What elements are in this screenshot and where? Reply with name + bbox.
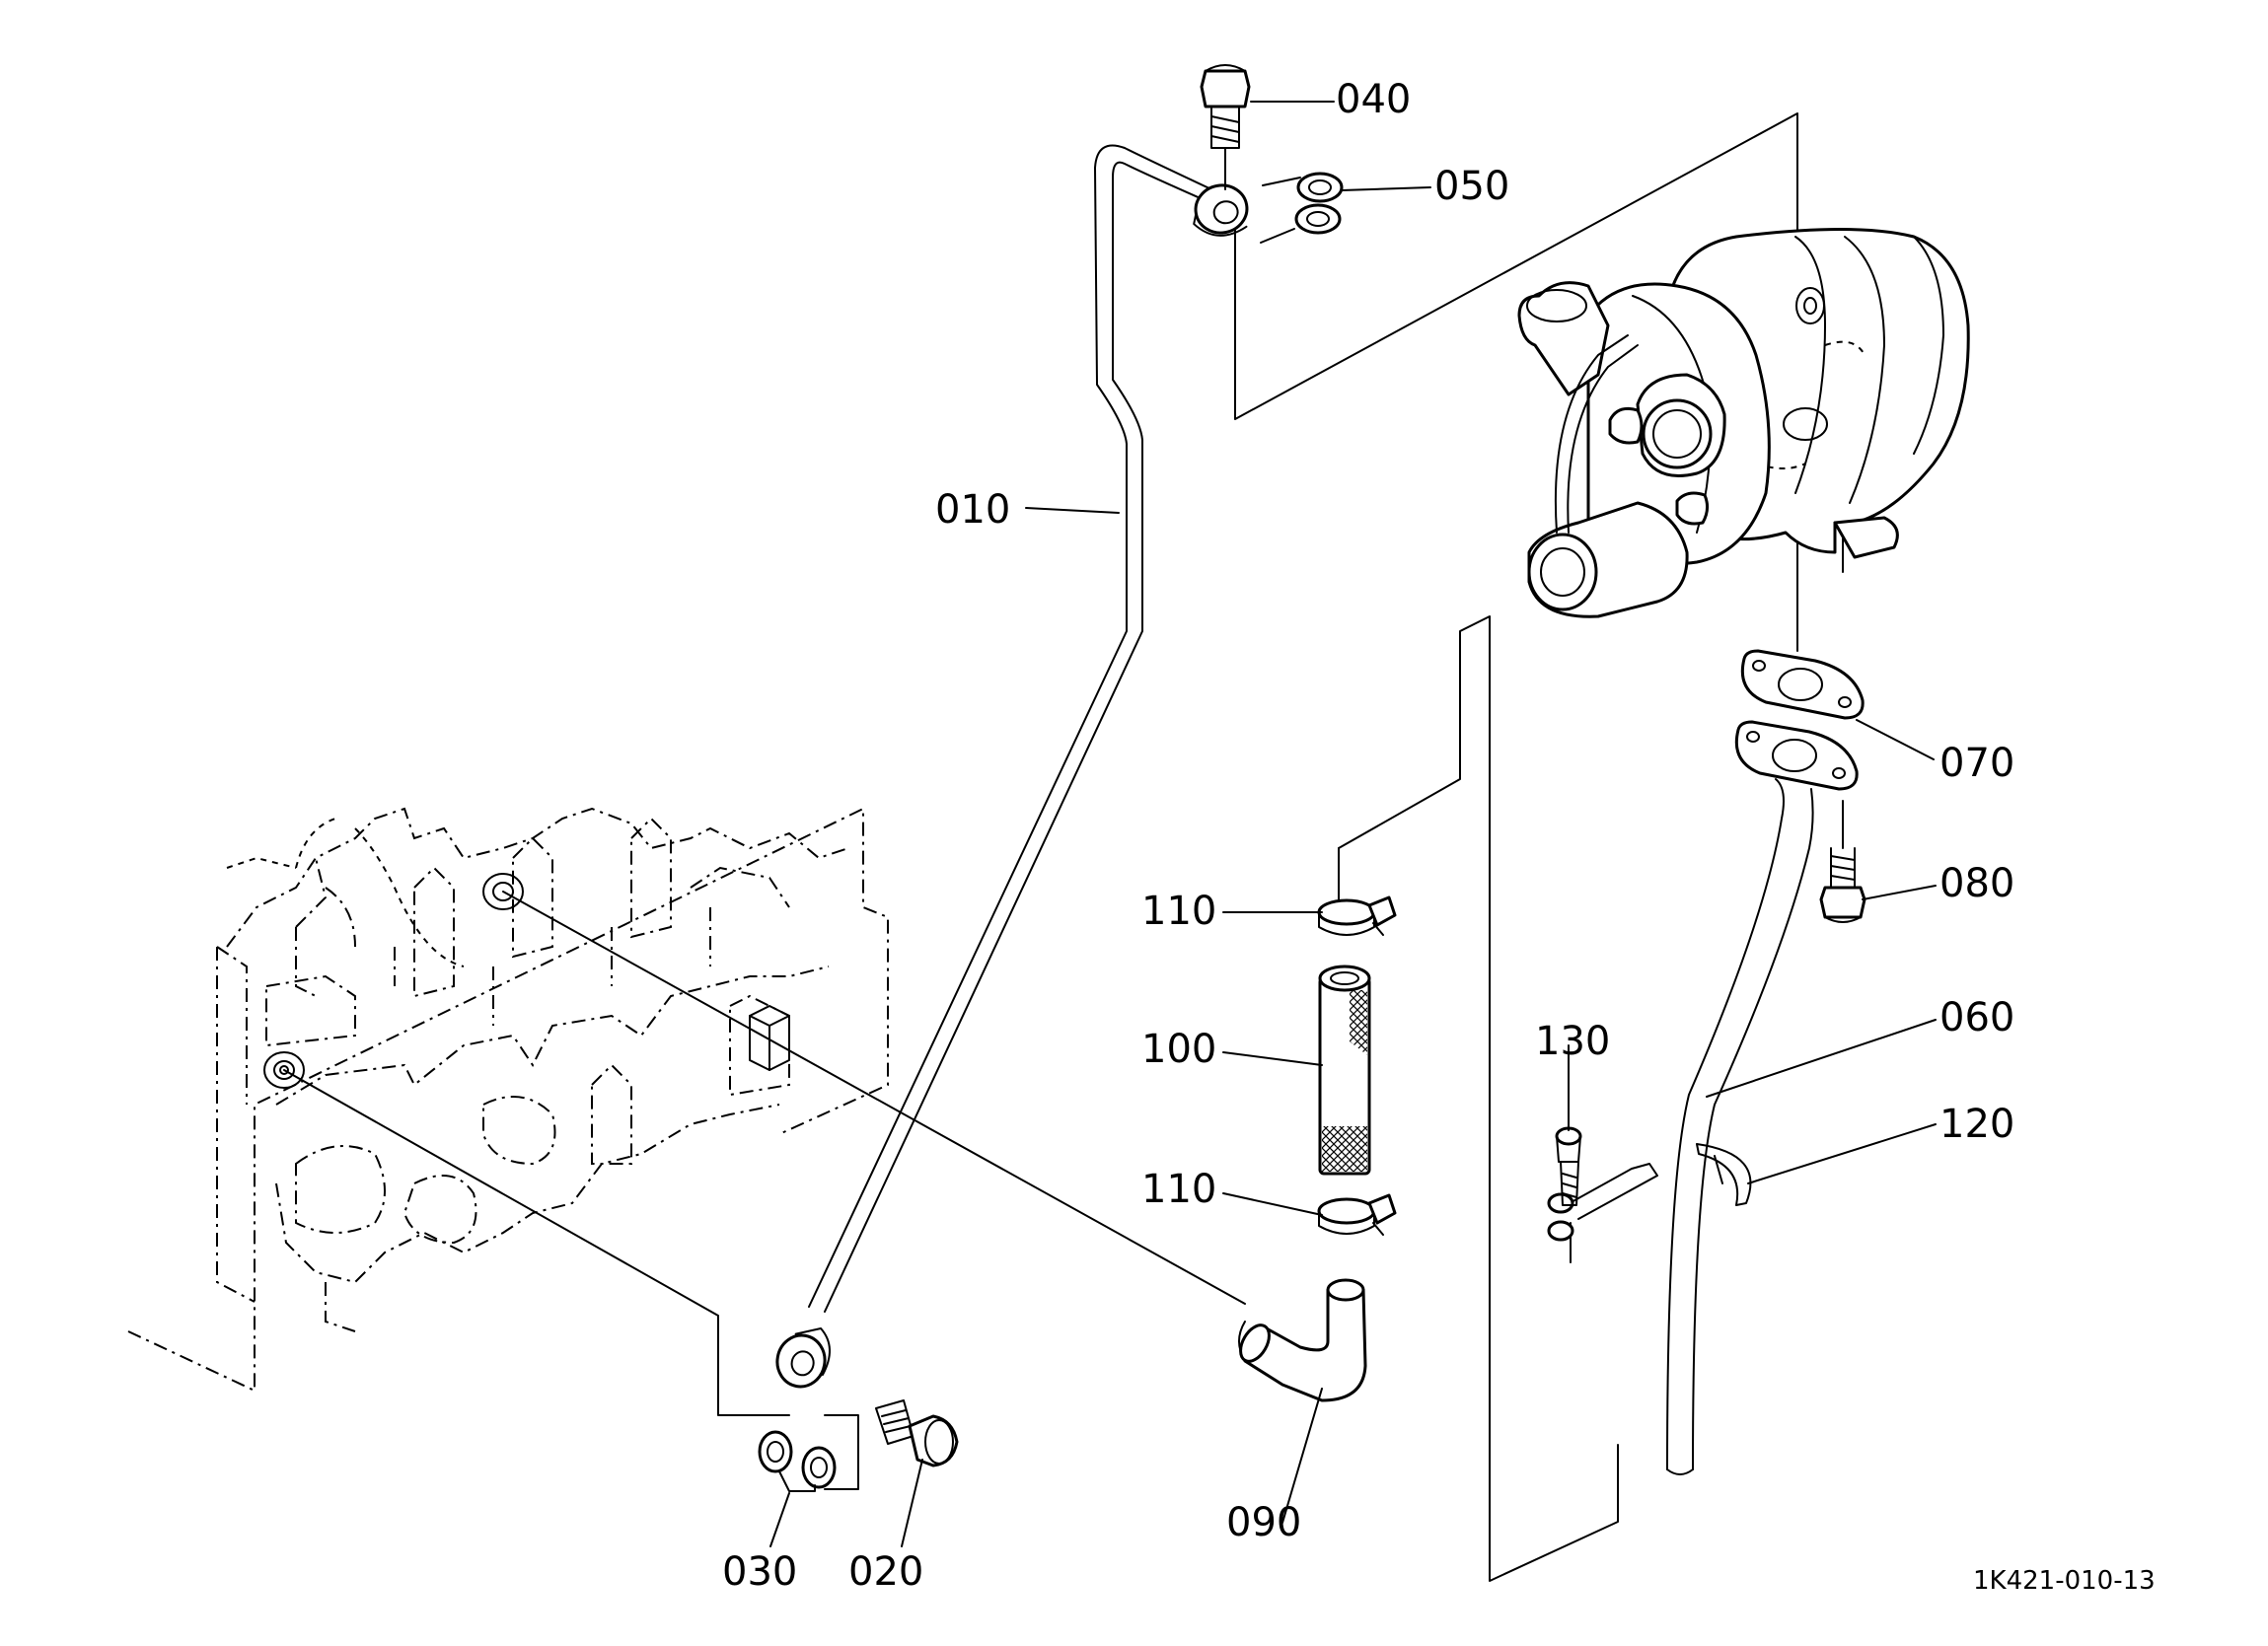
oil-inlet-pipe	[775, 144, 1249, 1389]
label-020: 020	[848, 1549, 924, 1595]
callout-leaders	[769, 101, 1937, 1547]
gasket-washers-upper	[1260, 172, 1344, 244]
label-040: 040	[1336, 77, 1412, 122]
hose-clamp-lower	[1317, 1193, 1397, 1236]
label-110-lower: 110	[1141, 1167, 1217, 1212]
label-120: 120	[1939, 1102, 2015, 1147]
clamp-bolt	[1555, 1126, 1582, 1206]
flange-bolt	[1819, 847, 1866, 923]
hollow-bolt-lower	[875, 1399, 959, 1467]
label-130: 130	[1535, 1019, 1611, 1064]
label-050: 050	[1434, 164, 1510, 209]
label-090: 090	[1226, 1500, 1302, 1545]
oil-return-pipe	[1666, 778, 1814, 1475]
engine-block	[127, 807, 889, 1393]
hose-clamp-upper	[1317, 895, 1397, 936]
turbocharger	[1517, 228, 1970, 618]
label-010: 010	[935, 487, 1011, 533]
label-110-upper: 110	[1141, 889, 1217, 934]
label-060: 060	[1939, 995, 2015, 1040]
alignment-lines	[283, 112, 1844, 1582]
label-030: 030	[722, 1549, 798, 1595]
elbow-pipe	[1238, 1278, 1367, 1402]
label-100: 100	[1141, 1027, 1217, 1072]
hollow-bolt-upper	[1200, 64, 1251, 190]
diagram-code: 1K421-010-13	[1973, 1566, 2156, 1596]
label-080: 080	[1939, 861, 2015, 906]
label-070: 070	[1939, 741, 2015, 786]
gasket-washers-lower	[758, 1430, 837, 1492]
pipe-clamp	[1547, 1143, 1752, 1242]
flange-gaskets	[1734, 649, 1865, 791]
rubber-hose	[1318, 965, 1371, 1176]
